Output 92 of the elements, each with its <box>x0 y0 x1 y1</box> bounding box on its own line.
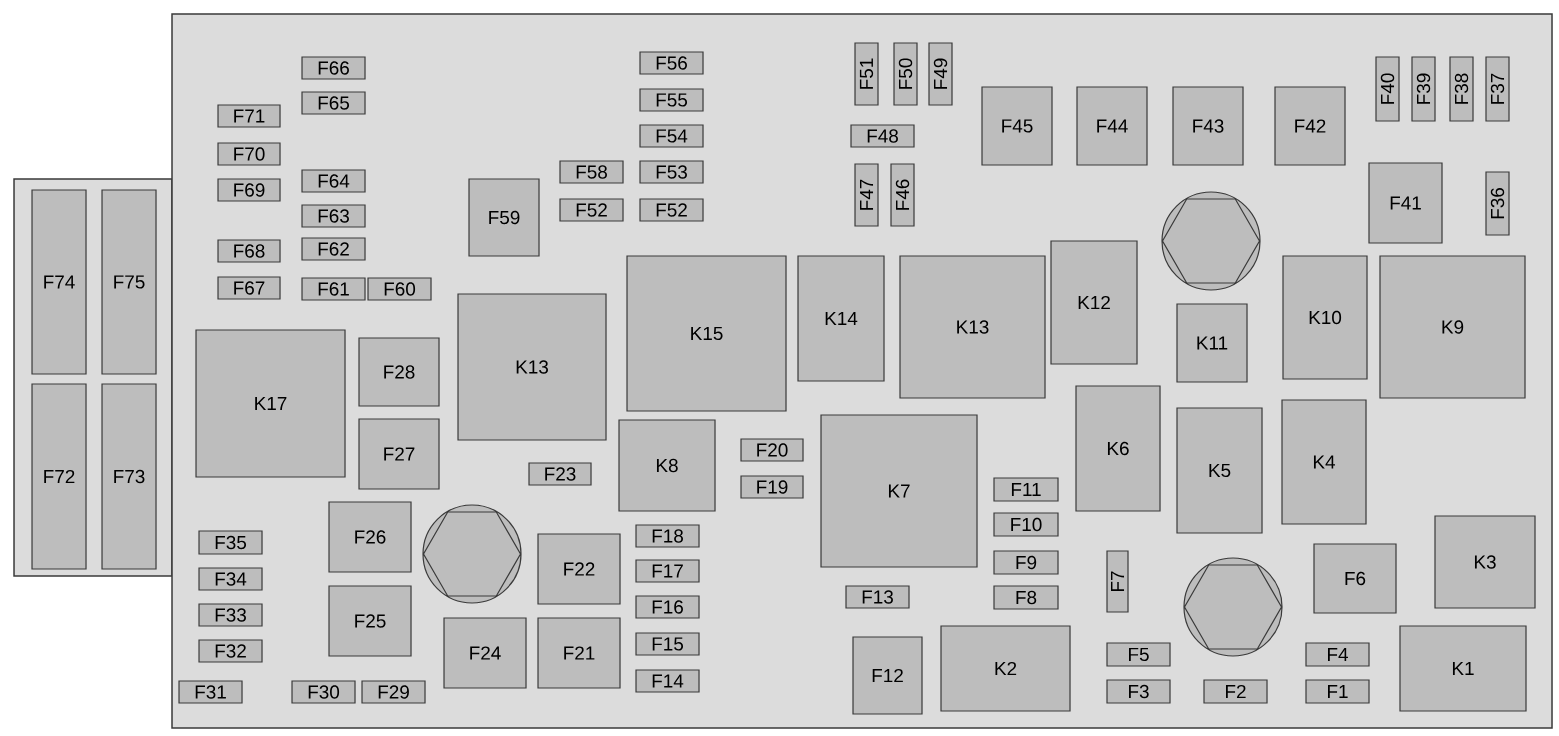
fuse-box: F7 <box>1106 550 1129 613</box>
fuse-box: F2 <box>1203 679 1268 704</box>
fuse-box: F13 <box>845 585 910 609</box>
relay-box: F75 <box>101 189 157 375</box>
fuse-box: F12 <box>852 636 923 715</box>
fuse-box: F65 <box>301 91 366 115</box>
fuse-box: K11 <box>1176 303 1248 383</box>
fuse-box: F27 <box>358 418 440 490</box>
fuse-box: F49 <box>928 42 953 106</box>
fuse-box: F59 <box>468 178 540 257</box>
fuse-box: F46 <box>890 163 915 227</box>
relay-box: K12 <box>1050 240 1138 365</box>
fuse-box: F51 <box>854 42 879 106</box>
fuse-box: F39 <box>1411 56 1436 122</box>
fuse-box: F10 <box>993 512 1059 537</box>
fuse-box: F1 <box>1305 679 1370 704</box>
relay-box: K10 <box>1282 255 1368 380</box>
fuse-box: F30 <box>291 680 356 704</box>
fuse-box: F14 <box>635 669 700 693</box>
fuse-box: F11 <box>993 477 1059 502</box>
fuse-box: F31 <box>178 680 243 704</box>
fuse-box: F52 <box>639 198 704 222</box>
fuse-box: F3 <box>1106 679 1171 704</box>
fuse-box: F22 <box>537 533 621 605</box>
fuse-box: F68 <box>217 239 281 263</box>
relay-box: K15 <box>626 255 787 412</box>
relay-box: F72 <box>31 383 87 570</box>
fuse-box: F25 <box>328 585 412 657</box>
fuse-box: F52 <box>559 198 624 222</box>
fuse-box: F5 <box>1106 642 1171 667</box>
fuse-box: F60 <box>367 277 432 301</box>
fuse-box: F67 <box>217 276 281 300</box>
fuse-box: F33 <box>198 603 263 627</box>
fuse-box: F54 <box>639 124 704 148</box>
fuse-box: F41 <box>1368 162 1443 244</box>
fuse-box: F64 <box>301 169 366 193</box>
relay-box: K8 <box>618 419 716 512</box>
relay-box: K13 <box>457 293 607 441</box>
fuse-box: F32 <box>198 639 263 663</box>
fuse-box: F9 <box>993 550 1059 575</box>
relay-box: F74 <box>31 189 87 375</box>
fuse-box: F24 <box>443 617 527 689</box>
fuse-box: F35 <box>198 530 263 555</box>
relay-box: K2 <box>940 625 1071 712</box>
fuse-box: F38 <box>1449 56 1474 122</box>
relay-box: K7 <box>820 414 978 568</box>
fuse-box: F6 <box>1313 543 1397 614</box>
fuse-box: F18 <box>635 524 700 548</box>
fuse-box: F8 <box>993 585 1059 610</box>
fuse-box: F4 <box>1305 642 1370 667</box>
fuse-box: F63 <box>301 204 366 228</box>
fuse-box: F26 <box>328 501 412 573</box>
relay-box: K17 <box>195 329 346 478</box>
fuse-box: F23 <box>528 462 592 486</box>
relay-box: K5 <box>1176 407 1263 534</box>
fuse-box: F16 <box>635 595 700 619</box>
fuse-box: F55 <box>639 88 704 112</box>
fuse-box: F28 <box>358 337 440 407</box>
fuse-box: F17 <box>635 559 700 583</box>
fuse-box: F48 <box>850 124 915 148</box>
relay-box: K14 <box>797 255 885 382</box>
relay-box: K6 <box>1075 385 1161 512</box>
fuse-box: F45 <box>981 86 1053 166</box>
fuse-box: F43 <box>1172 86 1244 166</box>
fuse-box: F42 <box>1274 86 1346 166</box>
fuse-box: F15 <box>635 632 700 656</box>
fuse-box: F29 <box>361 680 426 704</box>
relay-box: K4 <box>1281 399 1367 525</box>
fuse-box: F40 <box>1375 56 1400 122</box>
fuse-box: F53 <box>639 160 704 184</box>
fuse-box: F47 <box>854 163 879 227</box>
fuse-box: F70 <box>217 142 281 166</box>
fuse-box: F62 <box>301 237 366 261</box>
fuse-box: F56 <box>639 51 704 75</box>
relay-box: K1 <box>1399 625 1527 712</box>
fuse-box: F37 <box>1485 56 1510 122</box>
fuse-box: F71 <box>217 104 281 128</box>
relay-box: K13 <box>899 255 1046 399</box>
fuse-box: F61 <box>301 277 366 301</box>
fuse-box: F58 <box>559 160 624 184</box>
fuse-box: F21 <box>537 617 621 689</box>
relay-box: K3 <box>1434 515 1536 609</box>
relay-box: K9 <box>1379 255 1526 399</box>
fuse-box: F20 <box>740 438 804 462</box>
fuse-box: F19 <box>740 475 804 499</box>
fuse-box: F69 <box>217 178 281 202</box>
fuse-box: F34 <box>198 567 263 591</box>
fuse-box: F66 <box>301 56 366 80</box>
relay-box: F73 <box>101 383 157 570</box>
fuse-box: F44 <box>1076 86 1148 166</box>
fuse-box: F50 <box>893 42 918 106</box>
fuse-box: F36 <box>1485 171 1510 236</box>
